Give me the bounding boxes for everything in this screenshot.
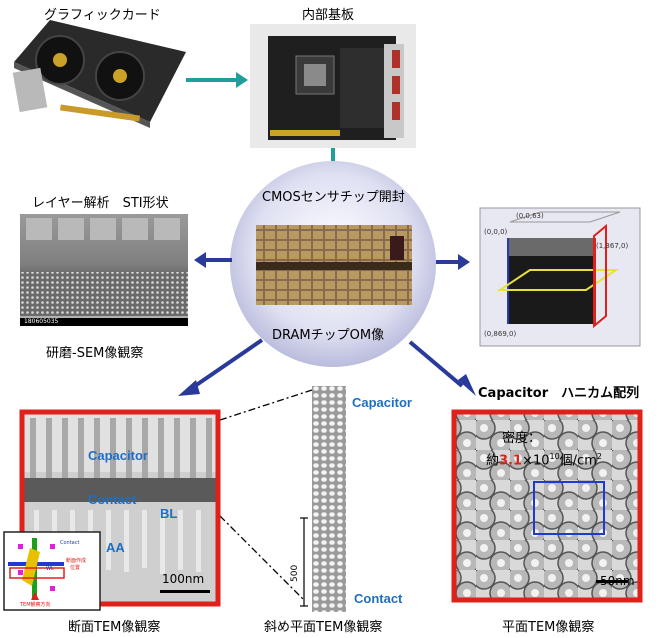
dram-die-image <box>256 225 412 305</box>
arrow-icon <box>178 380 200 396</box>
density-block: 密度： 約3.1×1010個/cm2 <box>486 430 602 470</box>
inset-layout-diagram <box>3 531 101 611</box>
plane-scale-label: 50nm <box>600 574 635 588</box>
cross-section-frame <box>19 409 221 607</box>
inset-contact-label: Contact <box>60 540 80 546</box>
plane-caption: 平面TEM像観察 <box>502 620 595 635</box>
coord-right: (1,367,0) <box>596 242 629 250</box>
arrow-icon <box>194 252 206 268</box>
plane-frame <box>451 409 643 603</box>
cross-aa-label: AA <box>106 540 125 555</box>
inset-direction-label: TEM観察方向 <box>20 602 51 608</box>
sem-image <box>20 214 188 326</box>
layer-analysis-title: レイヤー解析 STI形状 <box>32 196 169 211</box>
sem-footer-text: 180605035 <box>24 318 59 325</box>
inset-wl-label: WL <box>46 566 54 572</box>
density-exponent: 10 <box>549 452 560 461</box>
density-prefix: 約 <box>486 453 500 469</box>
cross-capacitor-label: Capacitor <box>88 448 148 463</box>
oblique-tem-image <box>300 386 346 612</box>
chip-opening-label: CMOSセンサチップ開封 <box>262 190 405 205</box>
cross-scale-label: 100nm <box>162 572 205 586</box>
coord-bottom: (0,869,0) <box>484 330 517 338</box>
inset-position-label: 位置 <box>70 565 81 571</box>
density-value-line: 約3.1×1010個/cm2 <box>486 448 602 470</box>
plane-header: Capacitor ハニカム配列 <box>478 386 640 401</box>
board-image <box>250 24 416 148</box>
arrow-icon <box>458 374 476 396</box>
3d-model-image <box>479 207 641 347</box>
sem-caption: 研磨-SEM像観察 <box>46 346 144 361</box>
plane-tem-image <box>454 412 640 600</box>
cross-bl-label: BL <box>160 506 178 521</box>
density-value: 3.1 <box>499 453 523 469</box>
density-unit: 個/cm <box>559 453 597 469</box>
oblique-capacitor-label: Capacitor <box>352 395 412 410</box>
coord-top: (0,0,63) <box>516 212 544 220</box>
density-label: 密度： <box>502 431 542 446</box>
graphics-card-label: グラフィックカード <box>44 8 161 23</box>
coord-left: (0,0,0) <box>484 228 508 236</box>
om-image-label: DRAMチップOM像 <box>272 328 385 343</box>
oblique-caption: 斜め平面TEM像観察 <box>264 620 383 635</box>
oblique-contact-label: Contact <box>354 591 403 606</box>
graphics-card-image <box>12 20 186 128</box>
inset-section-label: 断面作成 <box>66 558 87 564</box>
density-unit-exponent: 2 <box>596 452 602 461</box>
arrow-up-icon <box>31 592 39 600</box>
cross-contact-label: Contact <box>88 492 137 507</box>
density-times: ×10 <box>522 453 550 469</box>
arrow-icon <box>458 254 470 270</box>
cross-section-caption: 断面TEM像観察 <box>68 620 161 635</box>
arrow-icon <box>236 72 248 88</box>
board-label: 内部基板 <box>302 8 355 23</box>
oblique-scale-label: 500 <box>290 564 300 582</box>
